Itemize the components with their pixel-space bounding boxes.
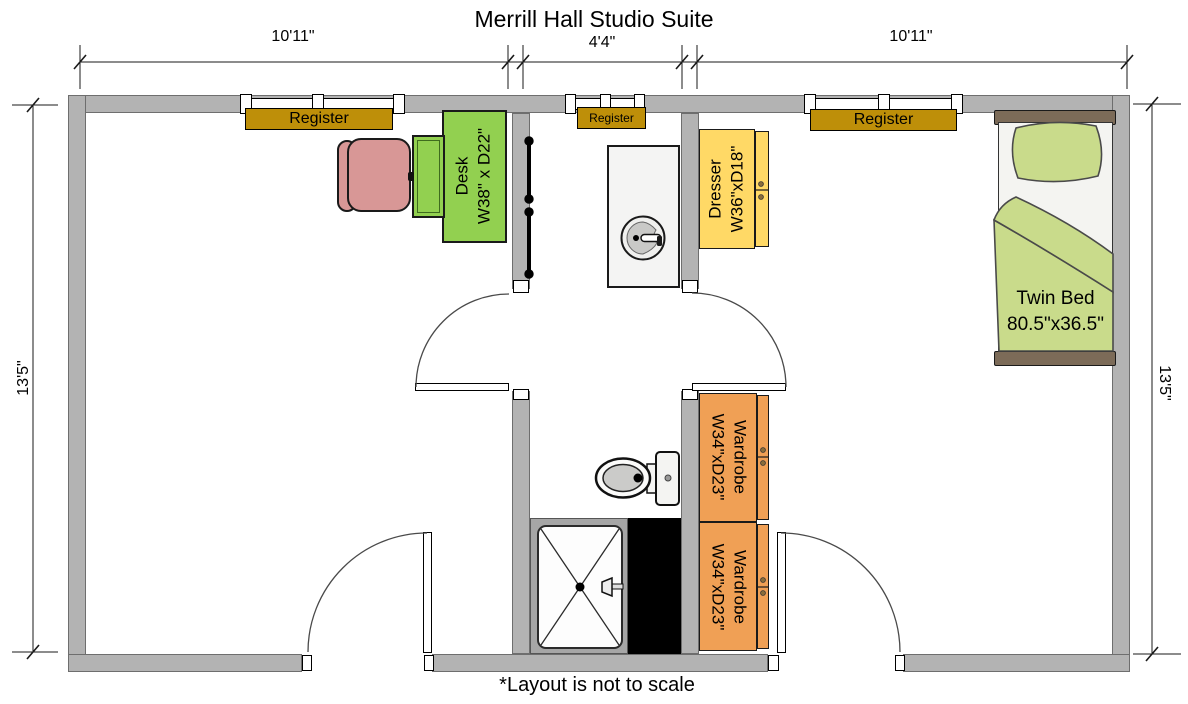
desk-label: Desk W38" x D22": [452, 128, 497, 224]
register-left-label: Register: [289, 110, 349, 127]
dimension-top-left: 10'11": [271, 28, 315, 45]
dresser-size: W36"xD18": [728, 145, 747, 233]
door-jamb: [682, 280, 698, 293]
wardrobe-bottom-label: Wardrobe W34"xD23": [706, 544, 751, 631]
bed-label: Twin Bed 80.5"x36.5": [998, 286, 1113, 337]
wall-hall-right-upper: [681, 113, 699, 289]
dresser-name: Dresser: [705, 159, 725, 219]
door-jamb: [424, 655, 434, 671]
door-leaf-left-room-bottom: [423, 532, 432, 653]
desk-keyboard-tray: [412, 135, 445, 218]
door-leaf-right-room-bottom: [777, 532, 786, 653]
wardrobe-bottom: [699, 522, 757, 651]
desk: [442, 110, 507, 243]
dimension-top-right: 10'11": [889, 28, 933, 45]
register-left: Register: [245, 108, 393, 130]
door-jamb: [302, 655, 312, 671]
wardrobe-top-label: Wardrobe W34"xD23": [706, 414, 751, 501]
bed-name: Twin Bed: [1016, 288, 1095, 309]
door-jamb: [513, 389, 529, 400]
scale-disclaimer: *Layout is not to scale: [499, 674, 695, 696]
dresser-label: Dresser W36"xD18": [705, 146, 750, 233]
dimension-right-side: 13'5": [1156, 365, 1173, 401]
page-title: Merrill Hall Studio Suite: [474, 6, 714, 32]
door-jamb: [768, 655, 779, 671]
window-frame-tab: [565, 94, 576, 114]
door-jamb: [682, 389, 698, 400]
wardrobe-top: [699, 393, 757, 522]
register-right-label: Register: [853, 111, 914, 128]
wall-hall-right-lower: [681, 391, 699, 654]
shower-frame: [530, 518, 628, 654]
wall-hall-left-upper: [512, 113, 530, 289]
utility-black-area: [627, 518, 681, 654]
register-right: Register: [810, 109, 957, 131]
chair-seat: [347, 138, 411, 212]
dresser-front: [755, 131, 769, 247]
toilet: [594, 451, 680, 506]
register-middle-label: Register: [589, 111, 634, 125]
door-jamb: [513, 280, 529, 293]
chair-connector: [408, 172, 414, 181]
window-frame-tab: [393, 94, 405, 114]
desk-size: W38" x D22": [475, 127, 494, 225]
dimension-top-middle: 4'4": [588, 34, 616, 51]
wall-bottom-right-segment: [903, 654, 1130, 672]
wall-bottom-middle-segment: [432, 654, 768, 672]
wardrobe-bottom-name: Wardrobe: [730, 549, 750, 624]
register-middle: Register: [577, 107, 646, 129]
wardrobe-bottom-size: W34"xD23": [708, 543, 727, 631]
wall-bottom-left-segment: [68, 654, 302, 672]
wardrobe-bottom-front: [757, 524, 769, 649]
dresser: [699, 129, 755, 249]
bed-size: 80.5"x36.5": [1007, 313, 1104, 335]
sink-counter: [607, 145, 680, 288]
wardrobe-top-name: Wardrobe: [730, 419, 750, 494]
desk-name: Desk: [452, 156, 472, 196]
wardrobe-top-front: [757, 395, 769, 520]
wall-left: [68, 95, 86, 672]
wall-hall-left-lower: [512, 391, 530, 654]
wall-right: [1112, 95, 1130, 672]
bed-footboard: [994, 351, 1116, 366]
dimension-left-side: 13'5": [15, 360, 32, 396]
door-jamb: [895, 655, 905, 671]
door-leaf-left-room-entry: [415, 383, 509, 391]
door-leaf-right-room-entry: [692, 383, 786, 391]
wardrobe-top-size: W34"xD23": [708, 413, 727, 501]
